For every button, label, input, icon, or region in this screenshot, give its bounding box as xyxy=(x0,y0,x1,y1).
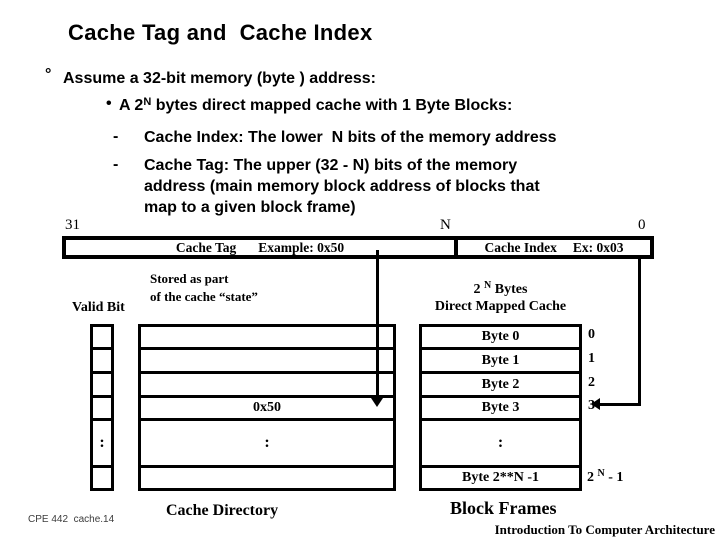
bullet2-marker: • xyxy=(106,95,112,112)
cache-size-post: Bytes xyxy=(491,282,528,297)
valid-bit-cell xyxy=(93,327,111,350)
cache-directory-table: 0x50 : xyxy=(138,324,396,491)
cache-index-label: Cache Index xyxy=(484,239,557,255)
byte-cell: Byte 2 xyxy=(422,374,579,398)
byte-cell: Byte 2**N -1 xyxy=(462,470,539,485)
valid-bit-cell xyxy=(93,374,111,398)
cache-size-pre: 2 xyxy=(473,282,485,297)
tag-arrow-line xyxy=(376,250,379,400)
byte-cell: Byte 3 xyxy=(422,398,579,421)
cache-tag-field: Cache Tag Example: 0x50 xyxy=(66,240,458,255)
tag-arrow-head xyxy=(371,398,383,407)
bullet1-marker: ° xyxy=(45,66,52,83)
cache-type-label: Direct Mapped Cache xyxy=(434,299,567,314)
bullet2-post: bytes direct mapped cache with 1 Byte Bl… xyxy=(151,97,513,114)
bullet2-text: A 2N bytes direct mapped cache with 1 By… xyxy=(119,96,512,115)
cache-index-example: Ex: 0x03 xyxy=(572,239,624,255)
block-frames-label: Block Frames xyxy=(450,498,557,518)
bullet3-text: Cache Index: The lower N bits of the mem… xyxy=(144,129,557,146)
bullet3-marker: - xyxy=(113,128,119,145)
frame-index-1: 1 xyxy=(588,351,595,366)
cache-size-label: 2 N Bytes xyxy=(419,280,582,298)
bit-0-label: 0 xyxy=(638,217,646,233)
index-arrow-head xyxy=(591,398,600,410)
tag-cell xyxy=(141,327,393,350)
byte-cell: Byte 0 xyxy=(422,327,579,350)
footer-course-label: CPE 442 cache.14 xyxy=(28,514,115,525)
byte-cell: Byte 1 xyxy=(422,350,579,374)
bullet1-text: Assume a 32-bit memory (byte ) address: xyxy=(63,70,376,87)
byte-cell: : xyxy=(422,421,579,468)
bit-n-label: N xyxy=(440,217,451,233)
tag-cell: : xyxy=(141,421,393,468)
stored-note-line2: of the cache “state” xyxy=(150,289,258,304)
bit-31-label: 31 xyxy=(65,217,80,233)
valid-bit-label: Valid Bit xyxy=(72,300,125,315)
tag-cell xyxy=(141,468,393,488)
cache-tag-label: Cache Tag xyxy=(175,239,237,255)
bullet2-pre: A 2 xyxy=(119,97,144,114)
cache-size-superscript: N xyxy=(484,280,492,291)
cache-index-field: Cache Index Ex: 0x03 xyxy=(458,240,650,255)
bullet2-superscript: N xyxy=(143,96,152,108)
valid-bit-cell xyxy=(93,468,111,488)
frame-index-2: 2 xyxy=(588,375,595,390)
tag-cell: 0x50 xyxy=(141,398,393,421)
stored-note-line1: Stored as part xyxy=(150,271,229,286)
bullet4-line2: address (main memory block address of bl… xyxy=(144,178,540,195)
frame-index-last-superscript: N xyxy=(597,468,605,479)
page-title: Cache Tag and Cache Index xyxy=(68,20,373,45)
tag-cell xyxy=(141,350,393,374)
cache-directory-label: Cache Directory xyxy=(166,502,279,519)
frame-index-last-pre: 2 xyxy=(587,470,598,485)
index-arrow-horizontal-line xyxy=(599,403,641,406)
frame-index-0: 0 xyxy=(588,327,595,342)
block-frames-table: Byte 0 Byte 1 Byte 2 Byte 3 : Byte 2**N … xyxy=(419,324,582,491)
frame-index-last-post: - 1 xyxy=(604,470,624,485)
valid-bit-cell: : xyxy=(93,421,111,468)
frame-index-last: 2 N - 1 xyxy=(587,468,623,486)
bullet4-line1: Cache Tag: The upper (32 - N) bits of th… xyxy=(144,157,518,174)
tag-cell xyxy=(141,374,393,398)
valid-bit-cell xyxy=(93,350,111,374)
bullet4-line3: map to a given block frame) xyxy=(144,199,356,216)
footer-course-title: Introduction To Computer Architecture xyxy=(494,522,715,537)
valid-bit-cell xyxy=(93,398,111,421)
valid-bit-column: : xyxy=(90,324,114,491)
stored-note: Stored as part of the cache “state” xyxy=(150,270,258,306)
bullet4-marker: - xyxy=(113,156,119,173)
index-arrow-vertical-line xyxy=(638,257,641,406)
cache-tag-example: Example: 0x50 xyxy=(258,239,345,255)
address-bar: Cache Tag Example: 0x50 Cache Index Ex: … xyxy=(62,236,654,259)
